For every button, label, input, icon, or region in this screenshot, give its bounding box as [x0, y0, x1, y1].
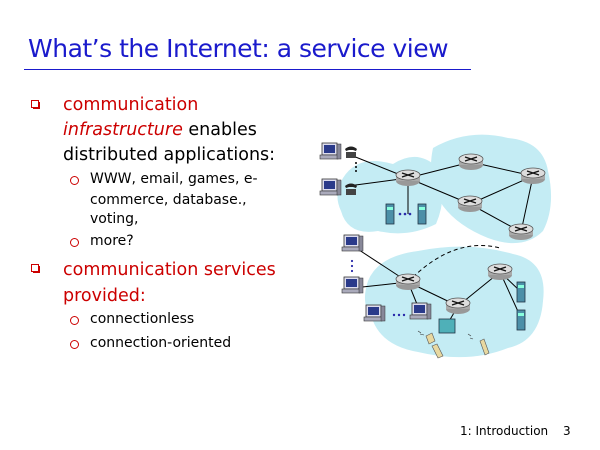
server-icon	[516, 309, 526, 331]
dotted-link	[392, 313, 406, 317]
computer-icon	[319, 178, 342, 196]
bullet-square-icon	[31, 100, 40, 109]
router-icon	[508, 223, 534, 241]
phone-icon	[345, 183, 357, 195]
router-icon	[520, 167, 546, 185]
network-cloud-top-right	[430, 134, 552, 244]
computer-icon	[341, 234, 364, 252]
router-icon	[395, 169, 421, 187]
bullet-1-line-3: distributed applications:	[63, 145, 276, 165]
computer-icon	[341, 276, 364, 294]
signal-icon	[417, 330, 474, 340]
server-icon	[385, 203, 395, 225]
computer-icon	[409, 302, 432, 320]
router-icon	[487, 263, 513, 281]
sub-1-1-line-3: voting,	[90, 211, 139, 227]
sub-bullet-circle-icon	[70, 238, 79, 247]
sub-1-1-line-2: commerce, database.,	[90, 192, 247, 208]
bullet-2-line-2: provided:	[63, 286, 146, 306]
computer-icon	[319, 142, 342, 160]
sub-bullet-circle-icon	[70, 316, 79, 325]
dotted-link	[355, 162, 357, 172]
sub-2-1-line-1: connectionless	[90, 311, 195, 327]
bullet-1-line-2-rest: enables	[182, 120, 257, 140]
computer-icon	[363, 304, 386, 322]
bullet-1-line-1: communication	[63, 95, 199, 115]
mobile-device-icon	[425, 332, 490, 359]
sub-2-2-line-1: connection-oriented	[90, 335, 232, 351]
server-icon	[516, 281, 526, 303]
network-links	[347, 153, 534, 324]
sub-1-2-line-1: more?	[90, 233, 134, 249]
bullet-square-icon	[31, 264, 40, 273]
sub-bullet-circle-icon	[70, 176, 79, 185]
router-icon	[458, 153, 484, 171]
access-point-icon	[438, 318, 456, 334]
footer-page-number: 3	[563, 424, 571, 438]
bullet-1-italic-word: infrastructure	[63, 120, 183, 140]
router-icon	[445, 297, 471, 315]
dotted-link	[350, 259, 354, 273]
server-icon	[417, 203, 427, 225]
bullet-2-line-1: communication services	[63, 260, 276, 280]
bullet-1-line-2: infrastructure enables	[63, 118, 257, 142]
title-underline	[24, 69, 471, 70]
sub-1-1-line-1: WWW, email, games, e-	[90, 171, 258, 187]
network-diagram	[319, 134, 552, 359]
slide-title: What’s the Internet: a service view	[28, 34, 449, 63]
dotted-link	[398, 212, 412, 216]
phone-icon	[345, 146, 357, 158]
router-icon	[395, 273, 421, 291]
router-icon	[457, 195, 483, 213]
sub-bullet-circle-icon	[70, 340, 79, 349]
footer-chapter: 1: Introduction	[460, 424, 549, 438]
